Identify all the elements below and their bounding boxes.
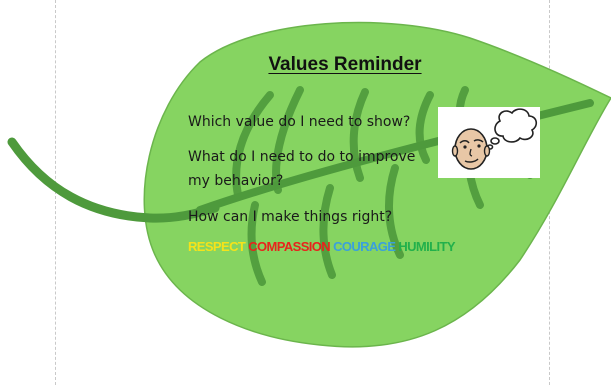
question-improve-behavior: What do I need to do to improve my behav… [188,149,416,189]
value-respect: RESPECT [188,239,246,254]
thinking-face-icon [451,108,538,170]
page-title: Values Reminder [268,54,422,75]
leaf-stem [7,137,220,223]
value-courage: COURAGE [333,239,396,254]
page-margin-guide-left [55,0,56,385]
question-value-to-show: Which value do I need to show? [188,114,411,130]
value-humility: HUMILITY [398,239,455,254]
question-make-things-right: How can I make things right? [188,209,393,225]
thinking-face-card [438,107,540,178]
value-compassion: COMPASSION [248,239,331,254]
face [451,128,491,170]
thought-bubble [486,108,538,150]
